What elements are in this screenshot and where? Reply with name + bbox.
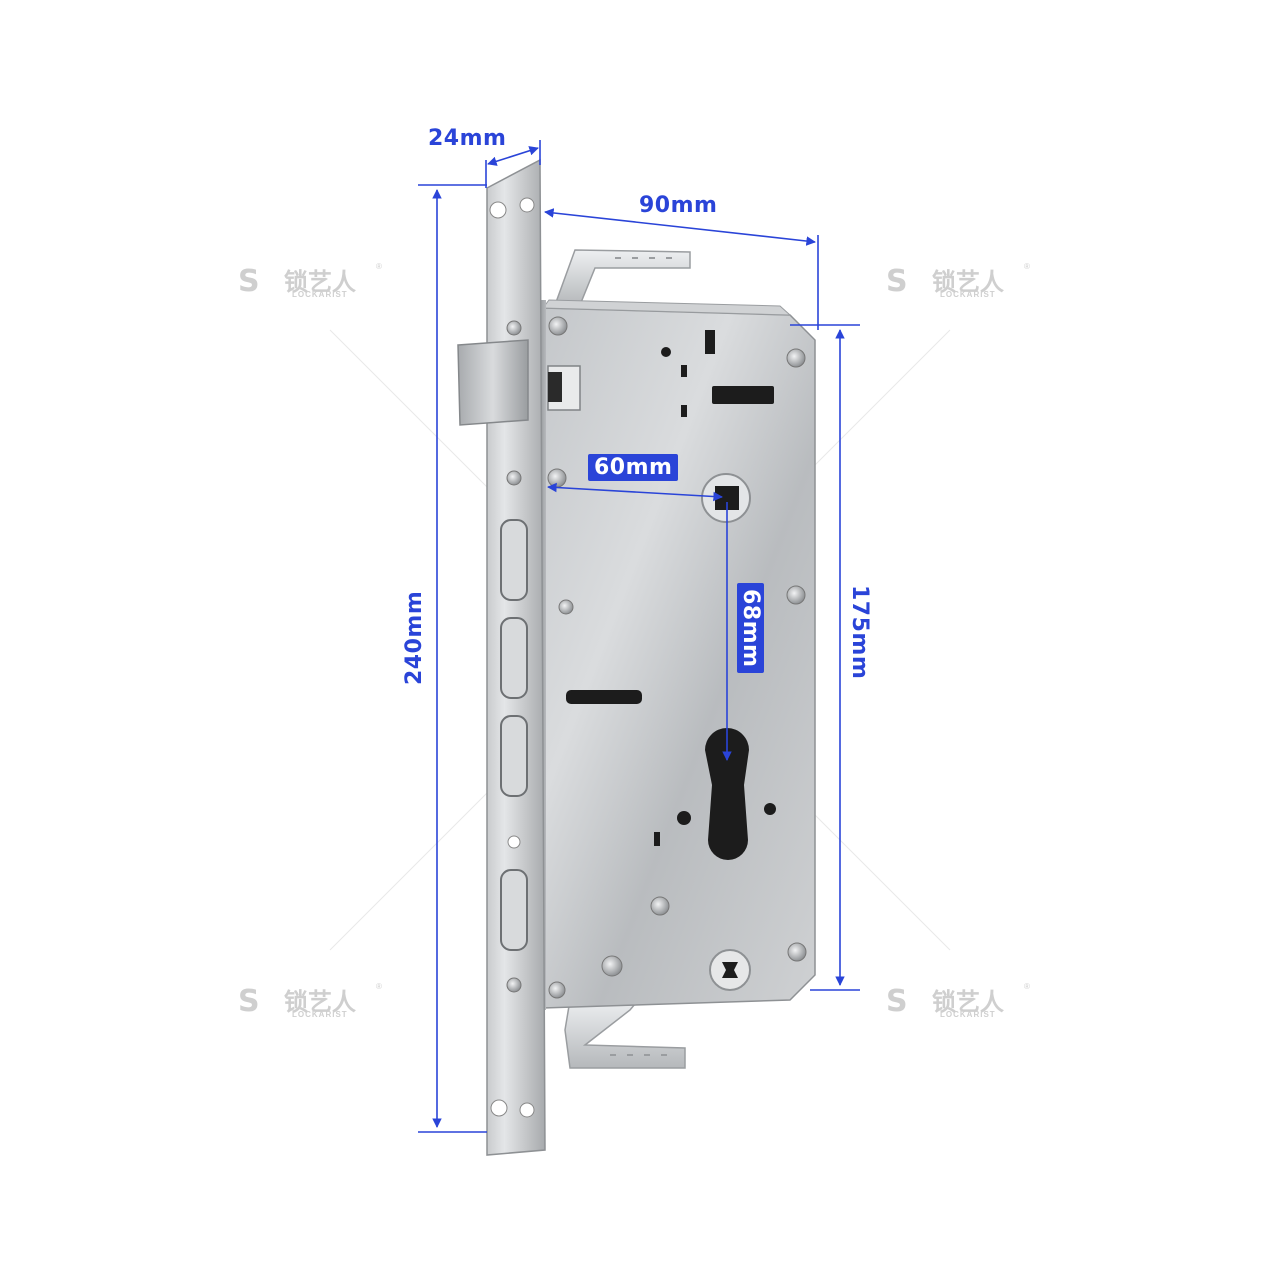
brand-logo-icon: S: [886, 264, 908, 299]
brand-logo-icon: S: [886, 984, 908, 1019]
watermark-bottom-left: S 锁艺人 LOCKARIST ®: [238, 982, 382, 1019]
top-hook: [553, 249, 691, 306]
brand-logo-icon: S: [238, 264, 260, 299]
bottom-hook: [564, 997, 686, 1069]
dimension-lines: [418, 140, 860, 1133]
dimension-faceplate-width: 24mm: [428, 126, 507, 151]
dimension-case-height: 175mm: [847, 585, 872, 680]
faceplate: [486, 158, 546, 1156]
dimension-backset: 60mm: [588, 454, 679, 481]
brand-logo-icon: S: [238, 984, 260, 1019]
watermark-bottom-right: S 锁艺人 LOCKARIST ®: [886, 982, 1030, 1019]
dimension-case-depth: 90mm: [639, 193, 718, 218]
latch-bolt: [457, 339, 581, 426]
dimension-faceplate-length: 240mm: [402, 590, 427, 685]
watermark-top-right: S 锁艺人 LOCKARIST ®: [886, 262, 1030, 299]
dimension-center-distance: 68mm: [737, 583, 764, 674]
case-cutouts: [566, 330, 776, 991]
watermark-top-left: S 锁艺人 LOCKARIST ®: [238, 262, 382, 299]
